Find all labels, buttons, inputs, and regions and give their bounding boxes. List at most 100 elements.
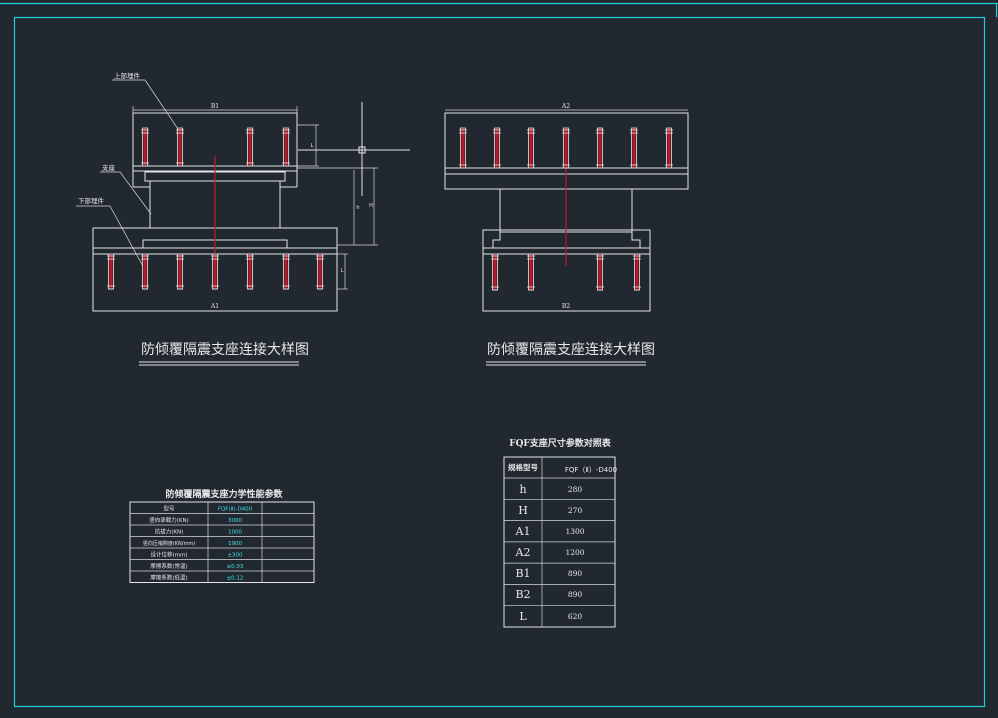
mech-table-row: 摩擦系数(常温) ≤0.03: [150, 562, 244, 570]
dim-lower-side: L: [337, 253, 348, 290]
mech-row-value: ≤0.03: [227, 564, 244, 570]
mech-row-label: 设计位移(mm): [150, 551, 187, 559]
size-row-value: 890: [568, 590, 583, 599]
size-table-row: A1 1300: [515, 525, 585, 538]
left-view-title: 防倾覆隔震支座连接大样图: [141, 341, 309, 358]
size-table-header: 规格型号 FQF（Ⅱ）-D400: [508, 462, 617, 474]
anchor-bolt: [596, 127, 604, 169]
left-detail-view: B1 A1 L h H L: [76, 71, 410, 366]
mech-row-label: 型号: [163, 505, 175, 513]
dim-h-label: h: [356, 205, 359, 211]
anchor-bolt: [282, 253, 290, 290]
cad-crosshair-cursor: [298, 102, 410, 196]
anchor-bolt: [493, 127, 501, 169]
upper-embed-outline: [132, 112, 298, 187]
size-table-grid: [504, 457, 615, 627]
mech-table-row: 摩擦系数(低温) ≤0.12: [150, 574, 243, 582]
mech-row-label: 摩擦系数(低温): [150, 574, 187, 582]
mech-table-row: 型号 FQF(Ⅱ)-D400: [163, 505, 252, 513]
label-lower-embed: 下部埋件: [78, 196, 105, 205]
leader-bearing: 支座: [100, 163, 152, 215]
size-row-value: 270: [568, 506, 583, 515]
mech-row-value: ±300: [227, 553, 243, 559]
mech-row-label: 摩擦系数(常温): [150, 562, 187, 570]
mech-table-grid: [130, 502, 314, 583]
anchor-bolt: [176, 253, 184, 290]
anchor-bolt: [141, 127, 149, 167]
anchor-bolt: [491, 253, 499, 291]
size-row-value: 1300: [565, 527, 584, 536]
size-header-value: FQF（Ⅱ）-D400: [565, 466, 617, 474]
dim-h: h: [297, 167, 378, 246]
right-view-title: 防倾覆隔震支座连接大样图: [487, 341, 655, 358]
dim-b2-label: B2: [562, 303, 570, 310]
anchor-bolt: [633, 253, 641, 291]
leader-upper-embed: 上部埋件: [112, 71, 181, 133]
dim-upper-side-label: L: [311, 143, 314, 149]
size-row-value: 890: [568, 569, 583, 578]
mech-table-border: [129, 501, 315, 583]
dim-a1-label: A1: [210, 303, 219, 310]
anchor-bolt: [665, 127, 673, 169]
anchor-bolt: [527, 253, 535, 291]
anchor-bolt: [459, 127, 467, 169]
size-row-value: 280: [568, 485, 583, 494]
anchor-bolt: [107, 253, 115, 290]
mech-row-value: ≤0.12: [227, 576, 244, 582]
size-row-label: L: [519, 610, 527, 623]
anchor-bolt: [141, 253, 149, 290]
label-upper-embed: 上部埋件: [114, 71, 141, 80]
dim-lower-side-label: L: [341, 268, 344, 274]
anchor-bolt: [596, 253, 604, 291]
right-detail-view: A2 B2 防倾覆隔震支座连接大样图: [444, 103, 689, 366]
dim-a2: A2: [445, 103, 688, 111]
size-row-label: A1: [515, 525, 531, 538]
dim-upper-side: L: [297, 124, 319, 167]
mech-row-value: 1000: [228, 530, 242, 536]
dim-a2-label: A2: [561, 103, 570, 110]
size-table-row: L 620: [519, 610, 582, 623]
anchor-bolt: [527, 127, 535, 169]
anchor-bolts: [107, 127, 673, 291]
size-parameter-table: FQF支座尺寸参数对照表 规格型号 FQF（Ⅱ）-D400 h 280 H 27…: [503, 437, 617, 628]
anchor-bolt: [246, 253, 254, 290]
mech-row-value: FQF(Ⅱ)-D400: [218, 507, 253, 513]
size-table-row: H 270: [518, 504, 582, 517]
leader-lower-embed: 下部埋件: [76, 196, 146, 271]
mech-row-label: 竖向承载力(KN): [149, 516, 189, 524]
mech-table-row: 竖向压缩刚度(KN/mm) 1900: [143, 540, 243, 547]
dim-a1: A1: [210, 303, 219, 310]
size-table-row: h 280: [519, 483, 582, 496]
dim-H: H: [369, 168, 375, 245]
size-row-label: B2: [515, 588, 530, 601]
mech-table-row: 设计位移(mm) ±300: [150, 551, 243, 559]
mechanical-properties-table: 防倾覆隔震支座力学性能参数 型号 FQF(Ⅱ)-D400 竖向承载力(KN) 3…: [129, 488, 315, 583]
anchor-bolt: [282, 127, 290, 167]
mech-table-row: 抗拔力(KN) 1000: [155, 528, 243, 536]
dim-b1: B1: [132, 103, 298, 113]
size-row-value: 620: [568, 612, 583, 621]
dim-b2: B2: [562, 303, 570, 310]
anchor-bolt: [562, 127, 570, 169]
anchor-bolt: [630, 127, 638, 169]
mech-row-label: 竖向压缩刚度(KN/mm): [143, 540, 195, 547]
anchor-bolt: [176, 127, 184, 167]
anchor-bolt: [316, 253, 324, 290]
size-row-label: h: [519, 483, 526, 496]
mech-row-value: 1900: [228, 541, 242, 547]
anchor-bolt: [246, 127, 254, 167]
size-row-label: B1: [515, 567, 530, 580]
mech-table-title: 防倾覆隔震支座力学性能参数: [165, 488, 283, 500]
size-row-value: 1200: [565, 548, 584, 557]
size-table-title: FQF支座尺寸参数对照表: [509, 437, 612, 449]
mech-row-label: 抗拔力(KN): [155, 528, 184, 536]
size-row-label: A2: [515, 546, 531, 559]
mech-row-value: 3000: [228, 518, 242, 524]
size-table-row: A2 1200: [515, 546, 585, 559]
dim-b1-label: B1: [211, 103, 219, 110]
size-table-row: B1 890: [515, 567, 582, 580]
mech-table-row: 竖向承载力(KN) 3000: [149, 516, 242, 524]
